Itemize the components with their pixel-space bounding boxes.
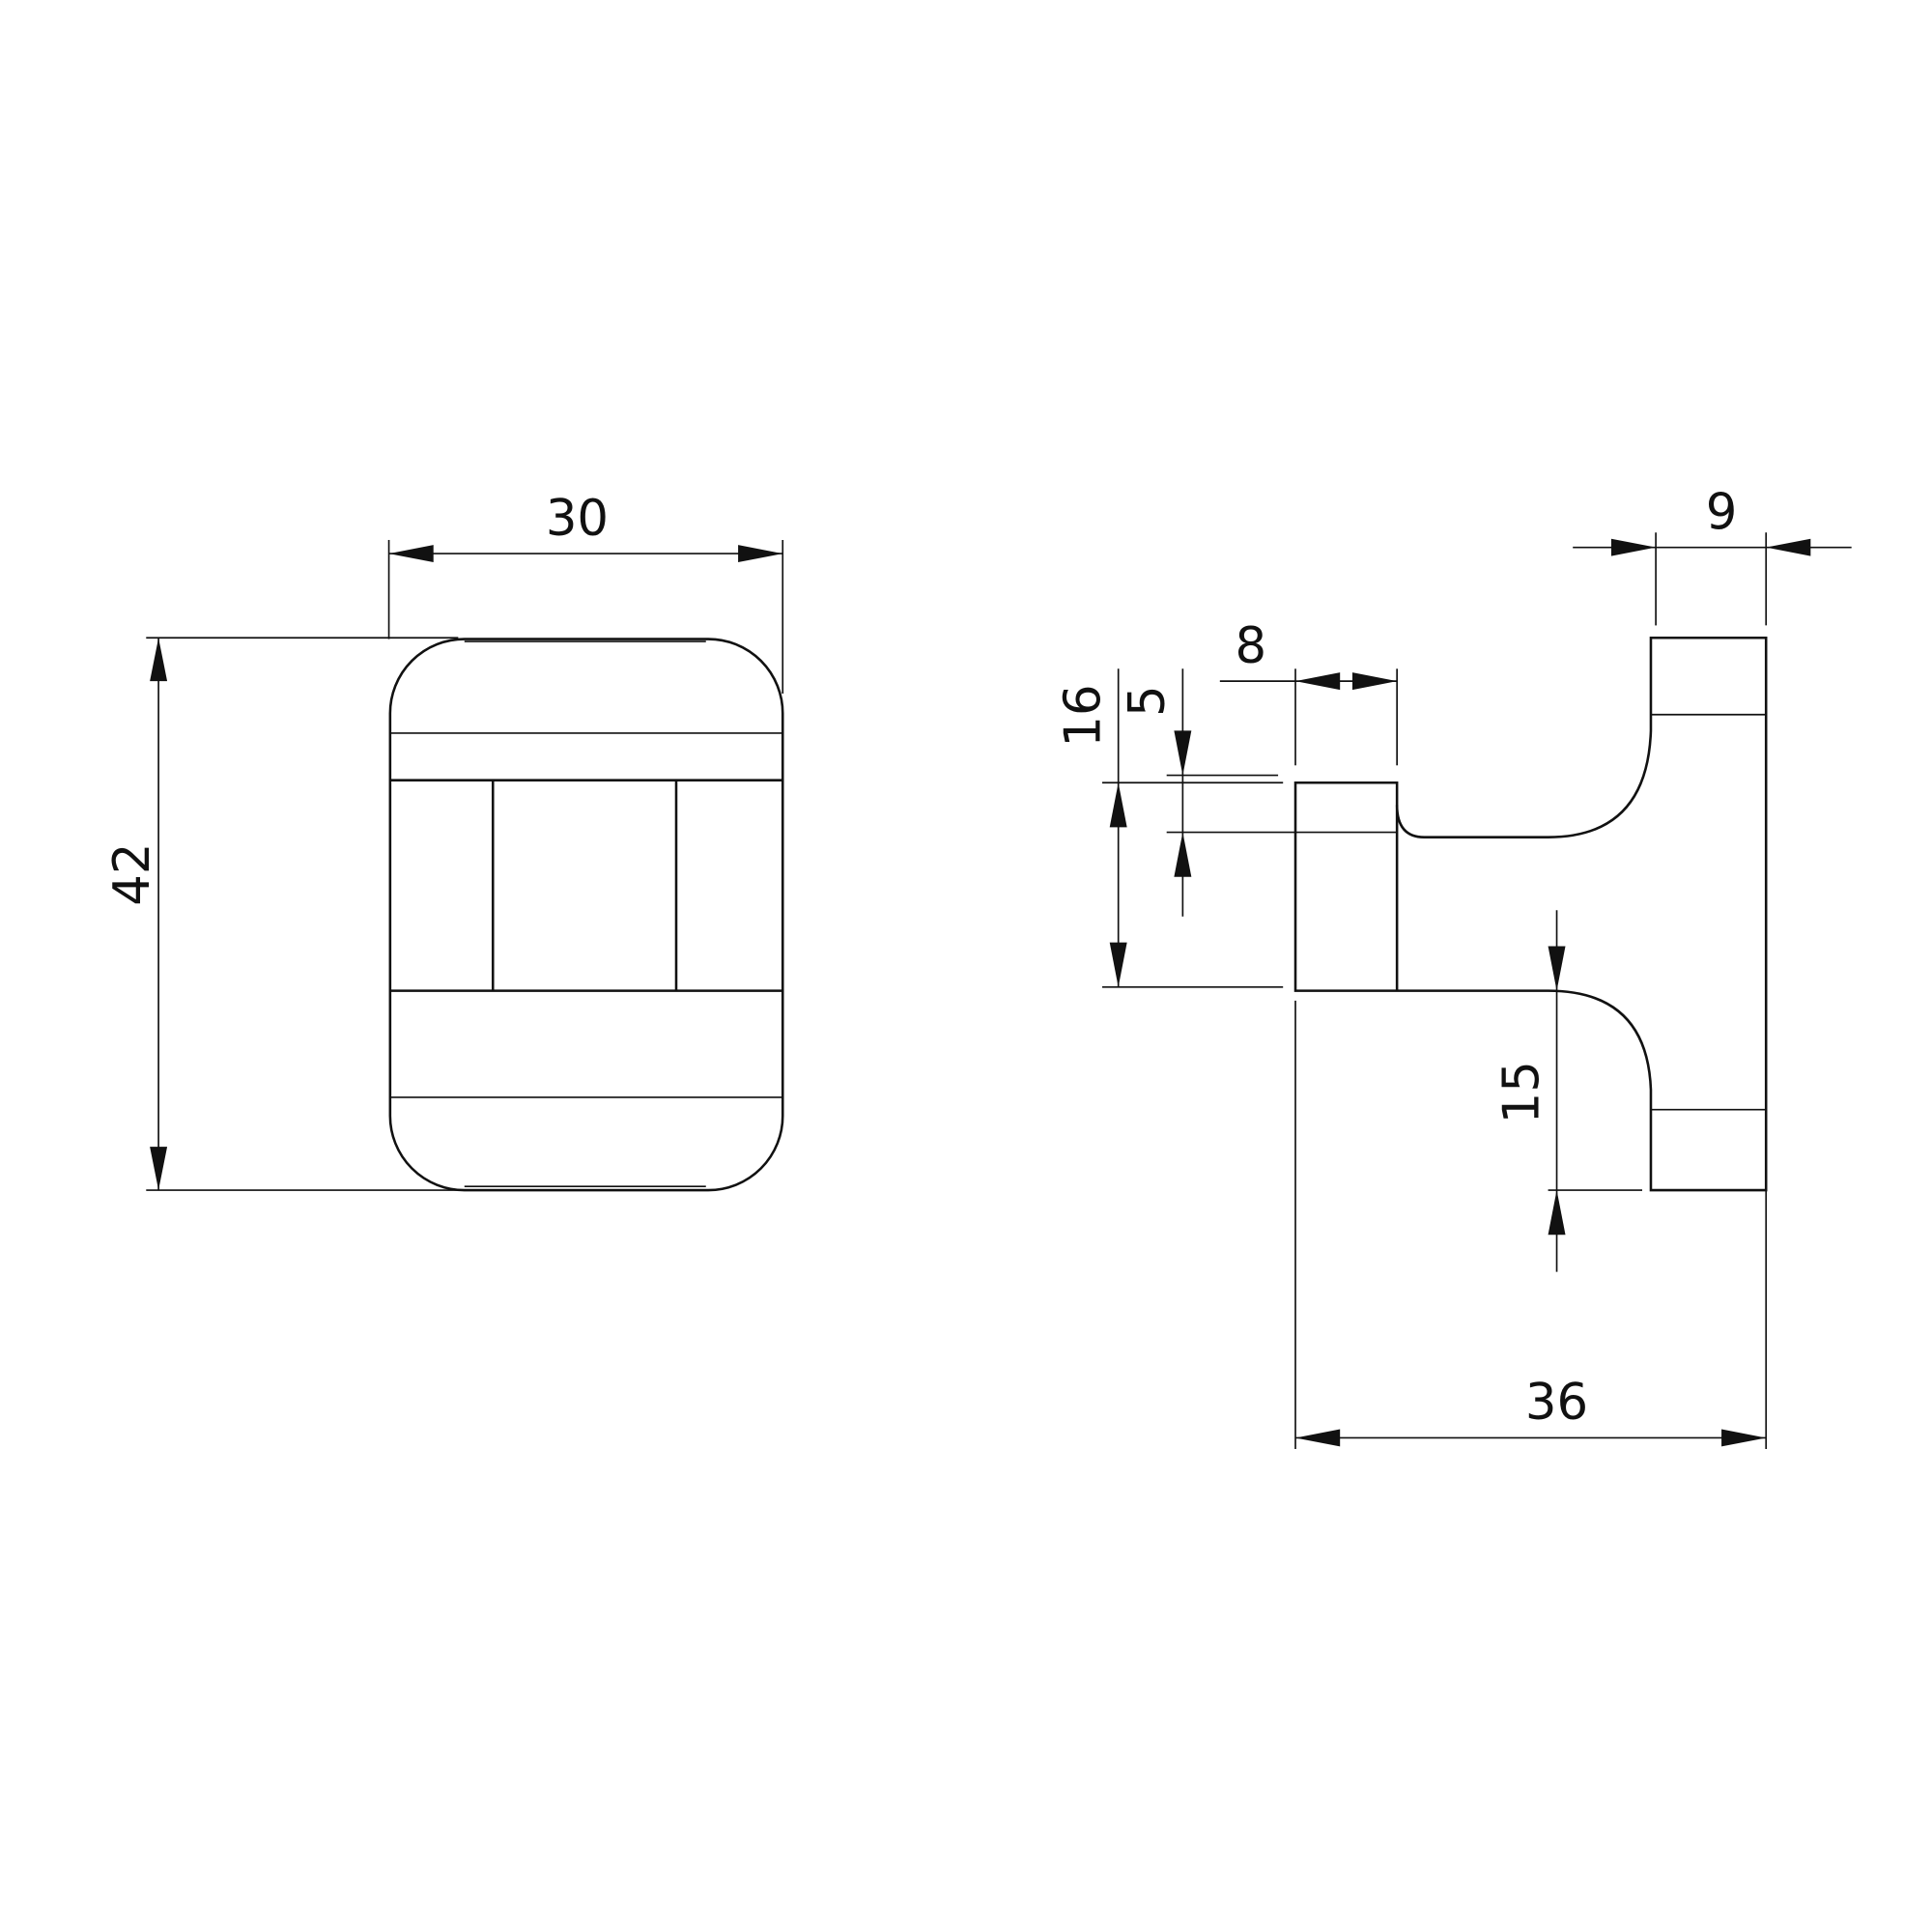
- top-depth-dimension: 9: [1706, 483, 1738, 541]
- width-dimension: 30: [546, 490, 609, 548]
- hook-height-dimension: 16: [1054, 684, 1112, 747]
- side-view: 9 8 16 5 15 36: [1054, 483, 1852, 1450]
- total-depth-dimension: 36: [1525, 1374, 1588, 1432]
- lower-offset-dimension: 15: [1492, 1061, 1550, 1123]
- height-dimension: 42: [103, 843, 161, 906]
- lip-dimension: 5: [1119, 685, 1177, 717]
- hook-thickness-dimension: 8: [1236, 617, 1267, 675]
- front-view: 30 42: [103, 490, 784, 1192]
